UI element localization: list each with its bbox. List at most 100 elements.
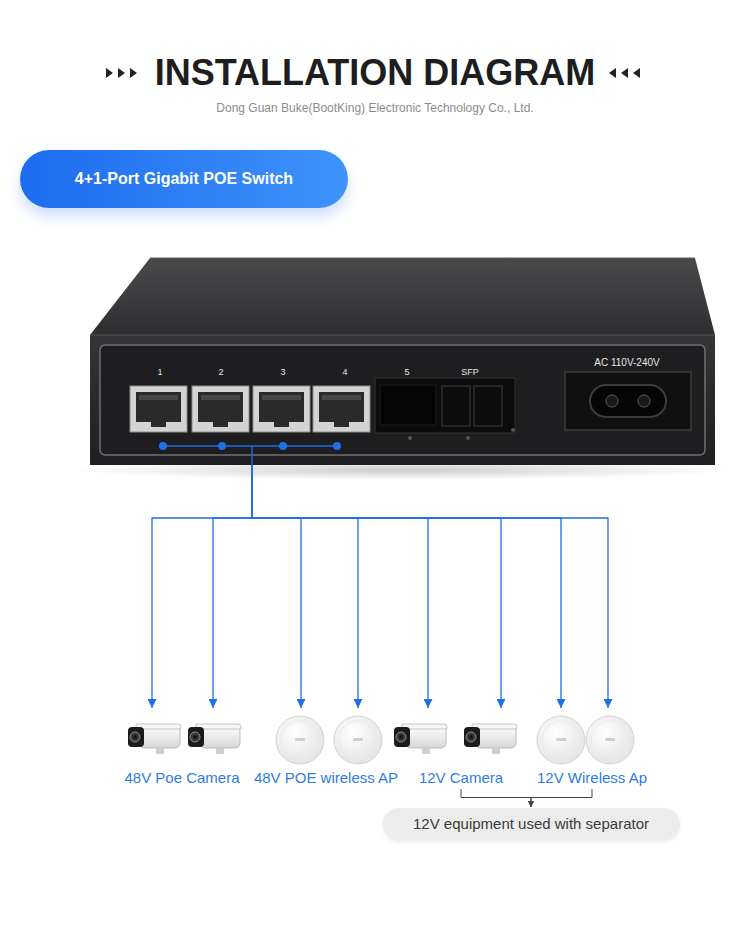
port-label: AC 110V-240V <box>594 357 659 368</box>
title: INSTALLATION DIAGRAM <box>155 51 596 95</box>
devices <box>334 716 382 764</box>
poe-switch <box>150 258 695 259</box>
node-label: 12V Camera <box>419 769 503 787</box>
power-socket <box>638 395 650 407</box>
connector-line <box>252 465 561 708</box>
node-label: 48V POE wireless AP <box>254 769 398 787</box>
node-label: 48V Poe Camera <box>124 769 239 787</box>
power-socket <box>606 395 618 407</box>
node-label: 4+1-Port Gigabit POE Switch <box>75 169 293 188</box>
port-label: 1 <box>157 367 162 378</box>
rj45-port <box>151 418 166 427</box>
title-arrows <box>609 68 616 78</box>
rj45-port <box>130 386 187 432</box>
rj45-port <box>259 392 304 422</box>
node-label: 12V equipment used with separator <box>413 815 649 833</box>
poe-switch <box>90 258 715 335</box>
devices <box>586 716 634 764</box>
rj45-port <box>274 418 289 427</box>
connector <box>152 465 252 708</box>
device-group: 48V Poe Camera <box>119 708 244 787</box>
sfp-port <box>375 378 515 440</box>
connector-line <box>252 465 358 708</box>
connector-line <box>531 789 592 807</box>
rj45-port <box>334 418 349 427</box>
devices <box>394 724 447 754</box>
connector-line <box>252 465 428 708</box>
sfp-port <box>511 428 515 432</box>
sfp-port <box>474 386 502 426</box>
port-label: 2 <box>218 367 223 378</box>
poe-switch <box>90 335 715 465</box>
connector-line <box>152 465 252 708</box>
rj45-port <box>253 386 310 432</box>
port-bus <box>159 442 167 450</box>
connector <box>252 465 358 708</box>
title-arrows <box>118 68 125 78</box>
sfp-port <box>442 386 470 426</box>
power-socket <box>565 372 691 430</box>
port-bus <box>159 442 341 466</box>
rj45-port <box>192 386 249 432</box>
rj45-port <box>130 386 187 432</box>
connector <box>252 465 608 708</box>
poe-switch <box>90 335 715 336</box>
label-box: Dong Guan Buke(BootKing) Electronic Tech… <box>0 98 750 116</box>
connector <box>461 789 531 807</box>
poe-switch <box>72 258 732 480</box>
sfp-port <box>408 436 412 440</box>
sfp-port <box>380 385 436 425</box>
devices <box>276 716 324 764</box>
devices <box>128 724 181 754</box>
rj45-port <box>139 395 178 400</box>
connector-line <box>252 465 301 708</box>
connector-line <box>252 465 501 708</box>
power-socket <box>590 385 666 417</box>
title-arrows <box>130 68 137 78</box>
company-name: Dong Guan Buke(BootKing) Electronic Tech… <box>216 101 533 115</box>
note-pill: 12V equipment used with separator <box>383 808 680 840</box>
port-bus <box>218 442 226 450</box>
title-arrows <box>621 68 628 78</box>
device-group: 12V Wireless Ap <box>532 708 652 787</box>
rj45-port <box>136 392 181 422</box>
power-socket <box>565 372 691 430</box>
devices <box>537 716 585 764</box>
title-box: INSTALLATION DIAGRAM <box>0 51 750 95</box>
poe-switch <box>100 345 705 455</box>
device-group: 48V POE wireless AP <box>249 708 403 787</box>
node-label: 12V Wireless Ap <box>537 769 647 787</box>
rj45-port <box>192 386 249 432</box>
port-label: 5 <box>404 367 409 378</box>
title-arrows <box>106 68 113 78</box>
rj45-port <box>313 386 370 432</box>
title-arrows <box>633 68 640 78</box>
rj45-port <box>319 392 364 422</box>
connector <box>252 465 501 708</box>
rj45-port <box>213 418 228 427</box>
rj45-port <box>253 386 310 432</box>
devices <box>128 716 634 764</box>
port-label: SFP <box>461 367 479 378</box>
rj45-port <box>313 386 370 432</box>
sfp-port <box>375 378 515 433</box>
port-label: 3 <box>280 367 285 378</box>
port-bus <box>251 446 252 466</box>
port-bus <box>163 445 337 446</box>
port-label: 4 <box>342 367 347 378</box>
devices <box>188 724 241 754</box>
connector-line <box>213 465 252 708</box>
port-bus <box>279 442 287 450</box>
connector-line <box>461 789 531 807</box>
connector-line <box>252 465 608 708</box>
product-pill: 4+1-Port Gigabit POE Switch <box>20 150 348 208</box>
rj45-port <box>322 395 361 400</box>
device-group: 12V Camera <box>397 708 525 787</box>
port-bus <box>333 442 341 450</box>
rj45-port <box>198 392 243 422</box>
connector <box>531 789 592 807</box>
sfp-port <box>466 436 470 440</box>
